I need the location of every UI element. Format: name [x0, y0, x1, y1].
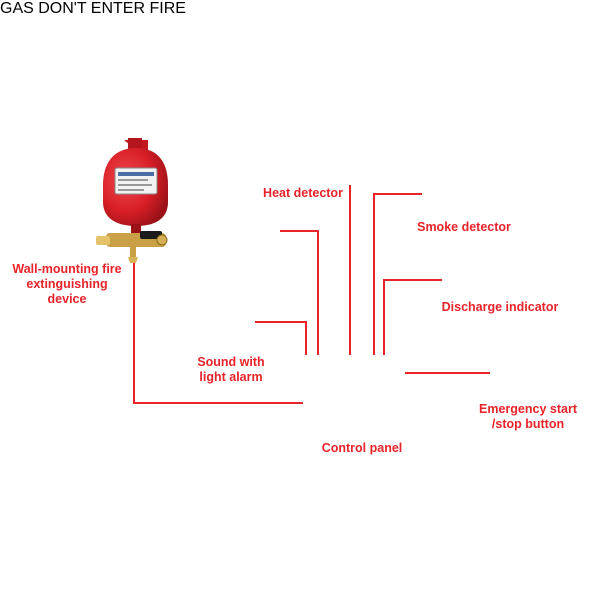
indicator-top-text: GAS	[0, 0, 34, 17]
label-control-panel: Control panel	[321, 441, 403, 455]
label-sound-light-alarm: Sound with light alarm	[197, 355, 265, 384]
wiring	[133, 185, 490, 404]
discharge-indicator: GAS DON'T ENTER	[0, 0, 149, 17]
wire-heat-detector	[280, 230, 319, 355]
wire-smoke-detector-2	[373, 193, 422, 355]
label-heat-detector: Heat detector	[263, 186, 343, 200]
extinguisher-device	[96, 138, 168, 263]
wire-sound-light-alarm	[255, 321, 307, 355]
strobe-text: FIRE	[149, 0, 186, 17]
indicator-main-text: DON'T ENTER	[38, 0, 146, 17]
label-emergency-button: Emergency start /stop button	[479, 402, 577, 431]
label-extinguisher: Wall-mounting fire extinguishing device	[12, 262, 122, 306]
wire-extinguisher	[133, 255, 303, 404]
wire-discharge-indicator	[383, 279, 442, 355]
label-smoke-detector: Smoke detector	[417, 220, 511, 234]
sound-light-alarm: FIRE	[149, 0, 185, 17]
discharge-indicator-box: GAS DON'T ENTER	[0, 0, 149, 17]
strobe-body: FIRE	[149, 0, 185, 17]
label-discharge-indicator: Discharge indicator	[441, 300, 559, 314]
